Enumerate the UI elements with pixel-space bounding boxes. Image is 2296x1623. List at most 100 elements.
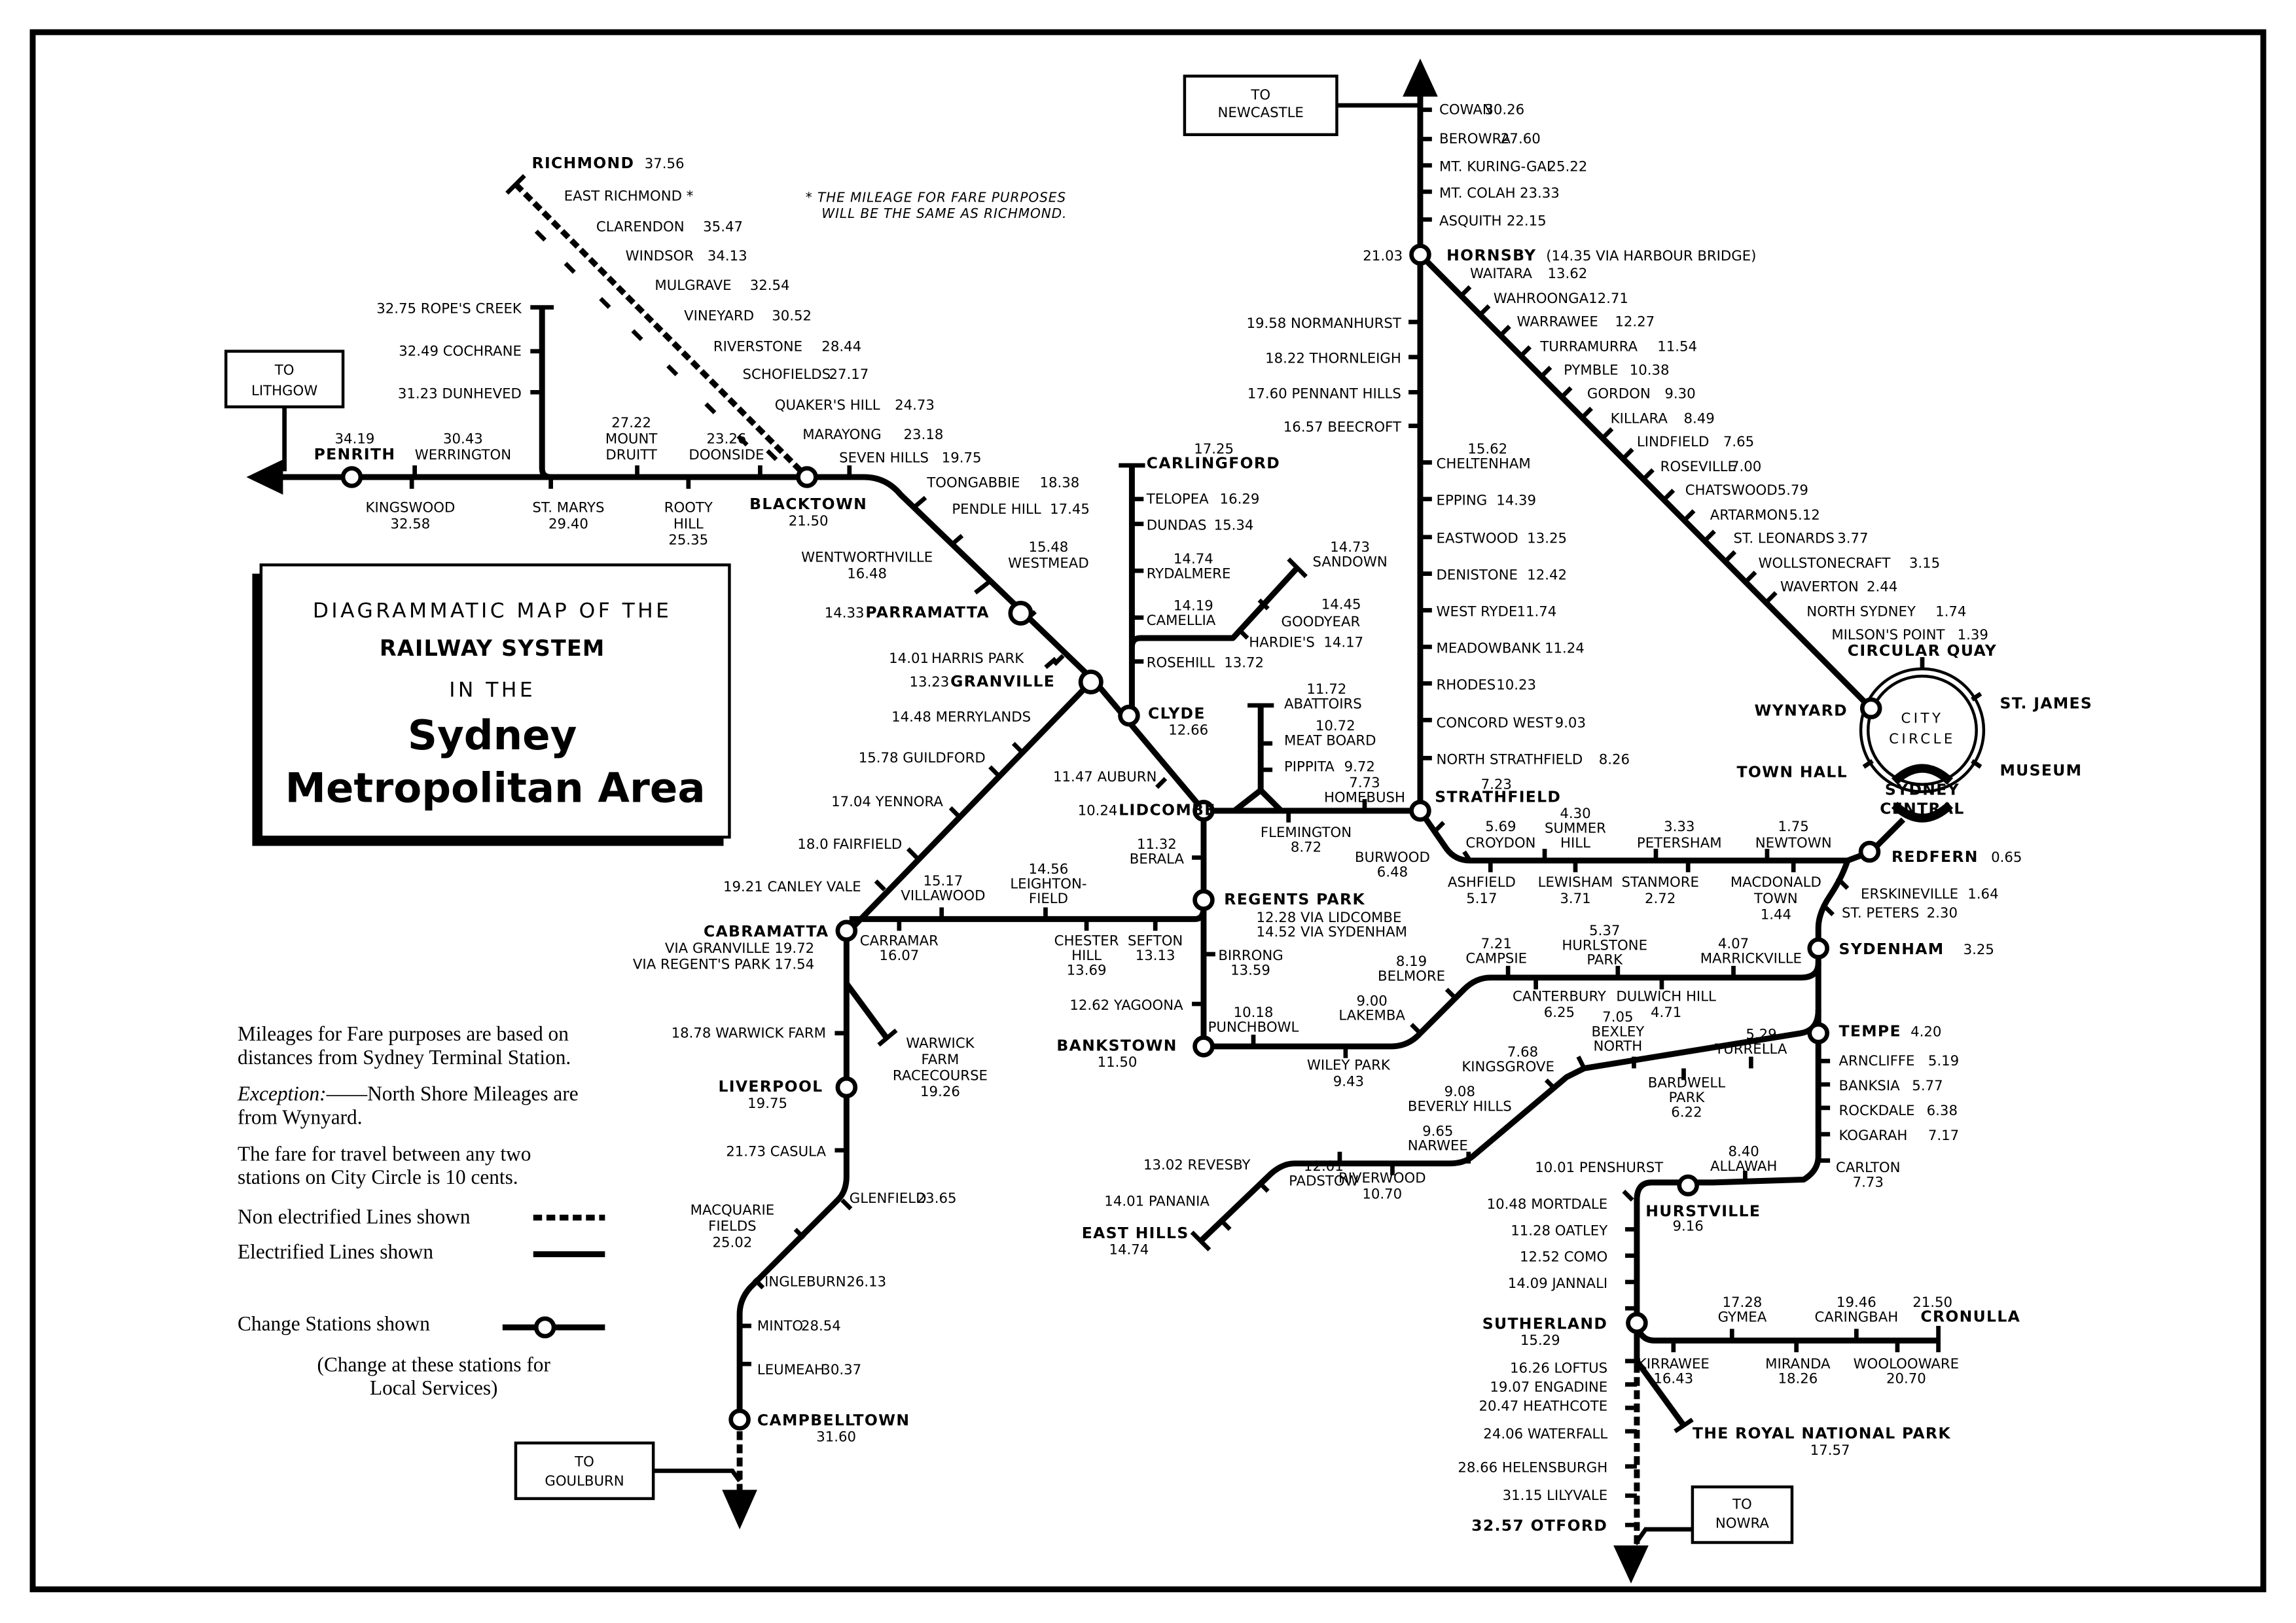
svg-text:The fare for travel between an: The fare for travel between any two: [238, 1142, 531, 1165]
station-redfern[interactable]: [1858, 840, 1881, 863]
station-regents-park[interactable]: [1193, 889, 1215, 912]
station-strathfield[interactable]: [1409, 800, 1431, 822]
svg-text:RICHMOND: RICHMOND: [532, 154, 635, 172]
station-penrith[interactable]: [340, 466, 363, 488]
svg-text:23.65: 23.65: [917, 1190, 957, 1207]
svg-text:14.01 PANANIA: 14.01 PANANIA: [1104, 1194, 1210, 1210]
svg-text:2.72: 2.72: [1645, 891, 1676, 907]
svg-text:12.01: 12.01: [1304, 1158, 1344, 1175]
svg-text:MARAYONG: MARAYONG: [802, 427, 881, 443]
svg-text:GYMEA: GYMEA: [1718, 1309, 1767, 1325]
svg-text:REGENTS PARK: REGENTS PARK: [1224, 890, 1365, 908]
to-lithgow-box: TO LITHGOW: [224, 349, 345, 472]
svg-text:TEMPE: TEMPE: [1839, 1022, 1901, 1040]
station-bankstown[interactable]: [1193, 1035, 1215, 1058]
station-parramatta[interactable]: [1008, 600, 1033, 626]
station-lidcombe[interactable]: [1193, 800, 1215, 822]
svg-text:WARRAWEE: WARRAWEE: [1517, 314, 1598, 330]
svg-text:21.03: 21.03: [1363, 248, 1403, 264]
svg-text:14.39: 14.39: [1496, 493, 1536, 509]
station-granville[interactable]: [1078, 669, 1103, 695]
title-line-1: DIAGRAMMATIC MAP OF THE: [313, 599, 672, 623]
svg-text:4.71: 4.71: [1651, 1005, 1681, 1021]
svg-text:TOWN HALL: TOWN HALL: [1736, 762, 1847, 781]
svg-text:3.15: 3.15: [1909, 556, 1940, 572]
station-cabramatta[interactable]: [835, 919, 858, 942]
svg-text:LEUMEAH: LEUMEAH: [757, 1362, 825, 1378]
station-hurstville[interactable]: [1677, 1174, 1699, 1197]
svg-text:PADSTOW: PADSTOW: [1289, 1173, 1358, 1189]
svg-text:EASTWOOD: EASTWOOD: [1437, 531, 1518, 547]
svg-text:TURRELLA: TURRELLA: [1714, 1041, 1787, 1058]
svg-text:LEWISHAM: LEWISHAM: [1538, 874, 1613, 891]
svg-text:HILL: HILL: [1071, 948, 1102, 964]
svg-text:10.72: 10.72: [1316, 718, 1355, 734]
north-shore-line: [1418, 252, 1873, 711]
svg-text:PUNCHBOWL: PUNCHBOWL: [1208, 1020, 1299, 1036]
svg-text:2.44: 2.44: [1867, 579, 1897, 595]
station-blacktown[interactable]: [796, 466, 818, 488]
svg-text:TO: TO: [1732, 1497, 1752, 1513]
svg-text:8.40: 8.40: [1729, 1144, 1759, 1160]
svg-text:CARINGBAH: CARINGBAH: [1814, 1309, 1898, 1325]
svg-text:Exception:——North Shore Mileag: Exception:——North Shore Mileages are: [237, 1082, 579, 1105]
svg-text:MEADOWBANK: MEADOWBANK: [1437, 640, 1541, 656]
station-campbelltown[interactable]: [728, 1408, 751, 1431]
legend-change: Change Stations shown: [238, 1312, 430, 1335]
svg-text:PARK: PARK: [1587, 952, 1623, 969]
svg-text:5.37: 5.37: [1589, 923, 1620, 939]
svg-text:24.06 WATERFALL: 24.06 WATERFALL: [1483, 1426, 1607, 1442]
station-wynyard[interactable]: [1859, 697, 1882, 720]
svg-text:CANTERBURY: CANTERBURY: [1513, 989, 1607, 1005]
cronulla-line: [1634, 1322, 1939, 1344]
svg-text:WAITARA: WAITARA: [1470, 266, 1532, 282]
racecourse-line: [844, 982, 890, 1041]
svg-text:WINDSOR: WINDSOR: [626, 248, 694, 264]
svg-text:RIVERSTONE: RIVERSTONE: [713, 339, 802, 355]
svg-text:32.49 COCHRANE: 32.49 COCHRANE: [399, 343, 522, 359]
svg-text:9.30: 9.30: [1664, 385, 1695, 402]
svg-text:CARLTON: CARLTON: [1836, 1160, 1901, 1176]
svg-text:THE ROYAL NATIONAL PARK: THE ROYAL NATIONAL PARK: [1693, 1424, 1951, 1442]
svg-text:16.48: 16.48: [847, 565, 887, 582]
station-sydenham[interactable]: [1807, 937, 1829, 959]
svg-text:CABRAMATTA: CABRAMATTA: [704, 922, 829, 940]
svg-text:BANKSIA: BANKSIA: [1839, 1078, 1901, 1094]
station-clyde[interactable]: [1118, 704, 1140, 727]
svg-text:ROCKDALE: ROCKDALE: [1839, 1103, 1915, 1119]
footnote-line-1: * THE MILEAGE FOR FARE PURPOSES: [806, 190, 1066, 205]
arrow-south-goulburn-icon: [722, 1489, 757, 1529]
svg-text:14.56: 14.56: [1029, 861, 1069, 878]
svg-text:5.12: 5.12: [1789, 507, 1820, 524]
svg-text:HILL: HILL: [1560, 835, 1590, 851]
station-hornsby[interactable]: [1409, 243, 1431, 266]
svg-text:7.68: 7.68: [1507, 1044, 1538, 1061]
svg-text:11.47 AUBURN: 11.47 AUBURN: [1053, 769, 1157, 785]
svg-text:23.18: 23.18: [904, 427, 944, 443]
svg-text:EPPING: EPPING: [1437, 493, 1488, 509]
svg-text:13.23: 13.23: [909, 674, 949, 690]
station-liverpool[interactable]: [835, 1076, 858, 1099]
svg-text:25.22: 25.22: [1547, 159, 1587, 175]
svg-text:15.17: 15.17: [924, 873, 963, 889]
svg-text:7.65: 7.65: [1723, 434, 1754, 450]
svg-text:4.20: 4.20: [1910, 1024, 1941, 1040]
legend-change-station-icon: [533, 1316, 556, 1339]
svg-text:24.73: 24.73: [895, 397, 935, 414]
svg-text:BELMORE: BELMORE: [1378, 968, 1445, 984]
ropes-creek-labels: 32.75 ROPE'S CREEK 32.49 COCHRANE 31.23 …: [376, 301, 522, 402]
svg-text:10.18: 10.18: [1234, 1005, 1274, 1021]
svg-text:6.25: 6.25: [1544, 1005, 1575, 1021]
title-line-4: Sydney: [408, 711, 577, 759]
svg-text:16.29: 16.29: [1220, 491, 1260, 507]
svg-text:ST. MARYS: ST. MARYS: [532, 500, 604, 516]
station-tempe[interactable]: [1807, 1022, 1829, 1044]
svg-text:9.08: 9.08: [1444, 1084, 1475, 1100]
svg-text:16.07: 16.07: [879, 948, 919, 964]
svg-text:17.25: 17.25: [1194, 441, 1234, 457]
svg-text:15.48: 15.48: [1029, 539, 1069, 556]
city-circle-labels: CIRCULAR QUAY WYNYARD ST. JAMES MUSEUM T…: [1736, 641, 2091, 818]
station-sutherland[interactable]: [1626, 1311, 1648, 1334]
